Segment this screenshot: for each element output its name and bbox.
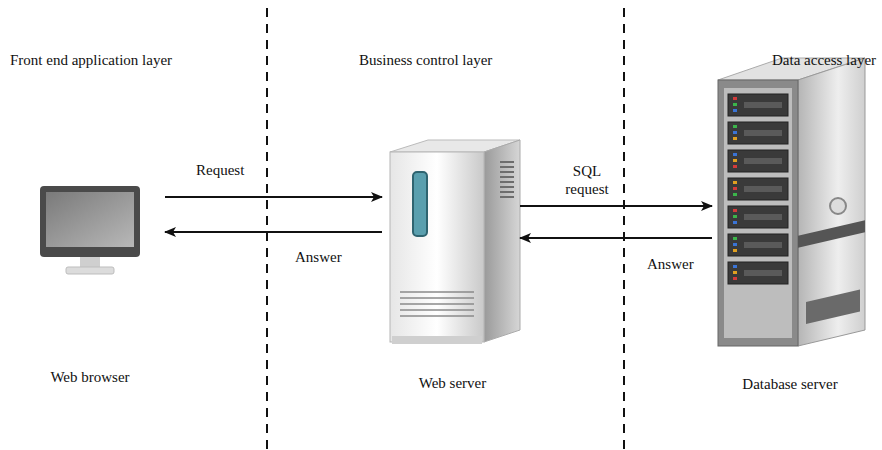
drive-slot [744, 130, 782, 136]
rack-unit [728, 122, 788, 144]
drive-slot [744, 102, 782, 108]
edge-label: Request [194, 161, 246, 179]
status-led [733, 271, 737, 274]
status-led [733, 277, 737, 280]
status-led [733, 243, 737, 246]
edge-label: Answer [645, 255, 696, 273]
edge-label: SQL request [555, 162, 619, 198]
node-caption: Database server [742, 376, 837, 393]
status-led [733, 181, 737, 184]
server-icon [390, 140, 520, 344]
status-led [733, 187, 737, 190]
drive-slot [744, 270, 782, 276]
browser-node: Web browser [40, 185, 140, 277]
rack-unit [728, 262, 788, 284]
arrow-connector [520, 237, 712, 239]
drive-slot [744, 186, 782, 192]
drive-slot [744, 242, 782, 248]
database-node: Database server [715, 55, 865, 346]
status-led [733, 131, 737, 134]
status-led [733, 153, 737, 156]
status-led [733, 165, 737, 168]
drive-slot [744, 214, 782, 220]
node-caption: Web browser [50, 369, 129, 386]
layer-title: Front end application layer [10, 52, 172, 69]
status-led [733, 249, 737, 252]
status-led [733, 137, 737, 140]
layer-divider [266, 8, 268, 450]
rack-unit [728, 178, 788, 200]
status-led [733, 103, 737, 106]
arrow-connector [165, 196, 382, 198]
server-node: Web server [385, 140, 520, 345]
monitor-icon [40, 186, 140, 274]
status-led [733, 265, 737, 268]
rack-unit [728, 150, 788, 172]
edge-label: Answer [293, 248, 344, 266]
status-led [733, 125, 737, 128]
drive-slot [744, 158, 782, 164]
database-rack-icon [718, 58, 865, 346]
layer-divider [623, 8, 625, 450]
status-led [733, 109, 737, 112]
rack-unit [728, 206, 788, 228]
arrow-connector [520, 205, 712, 207]
node-caption: Web server [419, 375, 487, 392]
status-led [733, 209, 737, 212]
status-led [733, 221, 737, 224]
rack-unit [728, 234, 788, 256]
arrow-connector [165, 231, 382, 233]
layer-title: Data access layer [772, 52, 876, 69]
layer-title: Business control layer [359, 52, 492, 69]
rack-unit [728, 94, 788, 116]
status-led [733, 159, 737, 162]
status-led [733, 215, 737, 218]
status-led [733, 237, 737, 240]
status-led [733, 193, 737, 196]
status-led [733, 97, 737, 100]
